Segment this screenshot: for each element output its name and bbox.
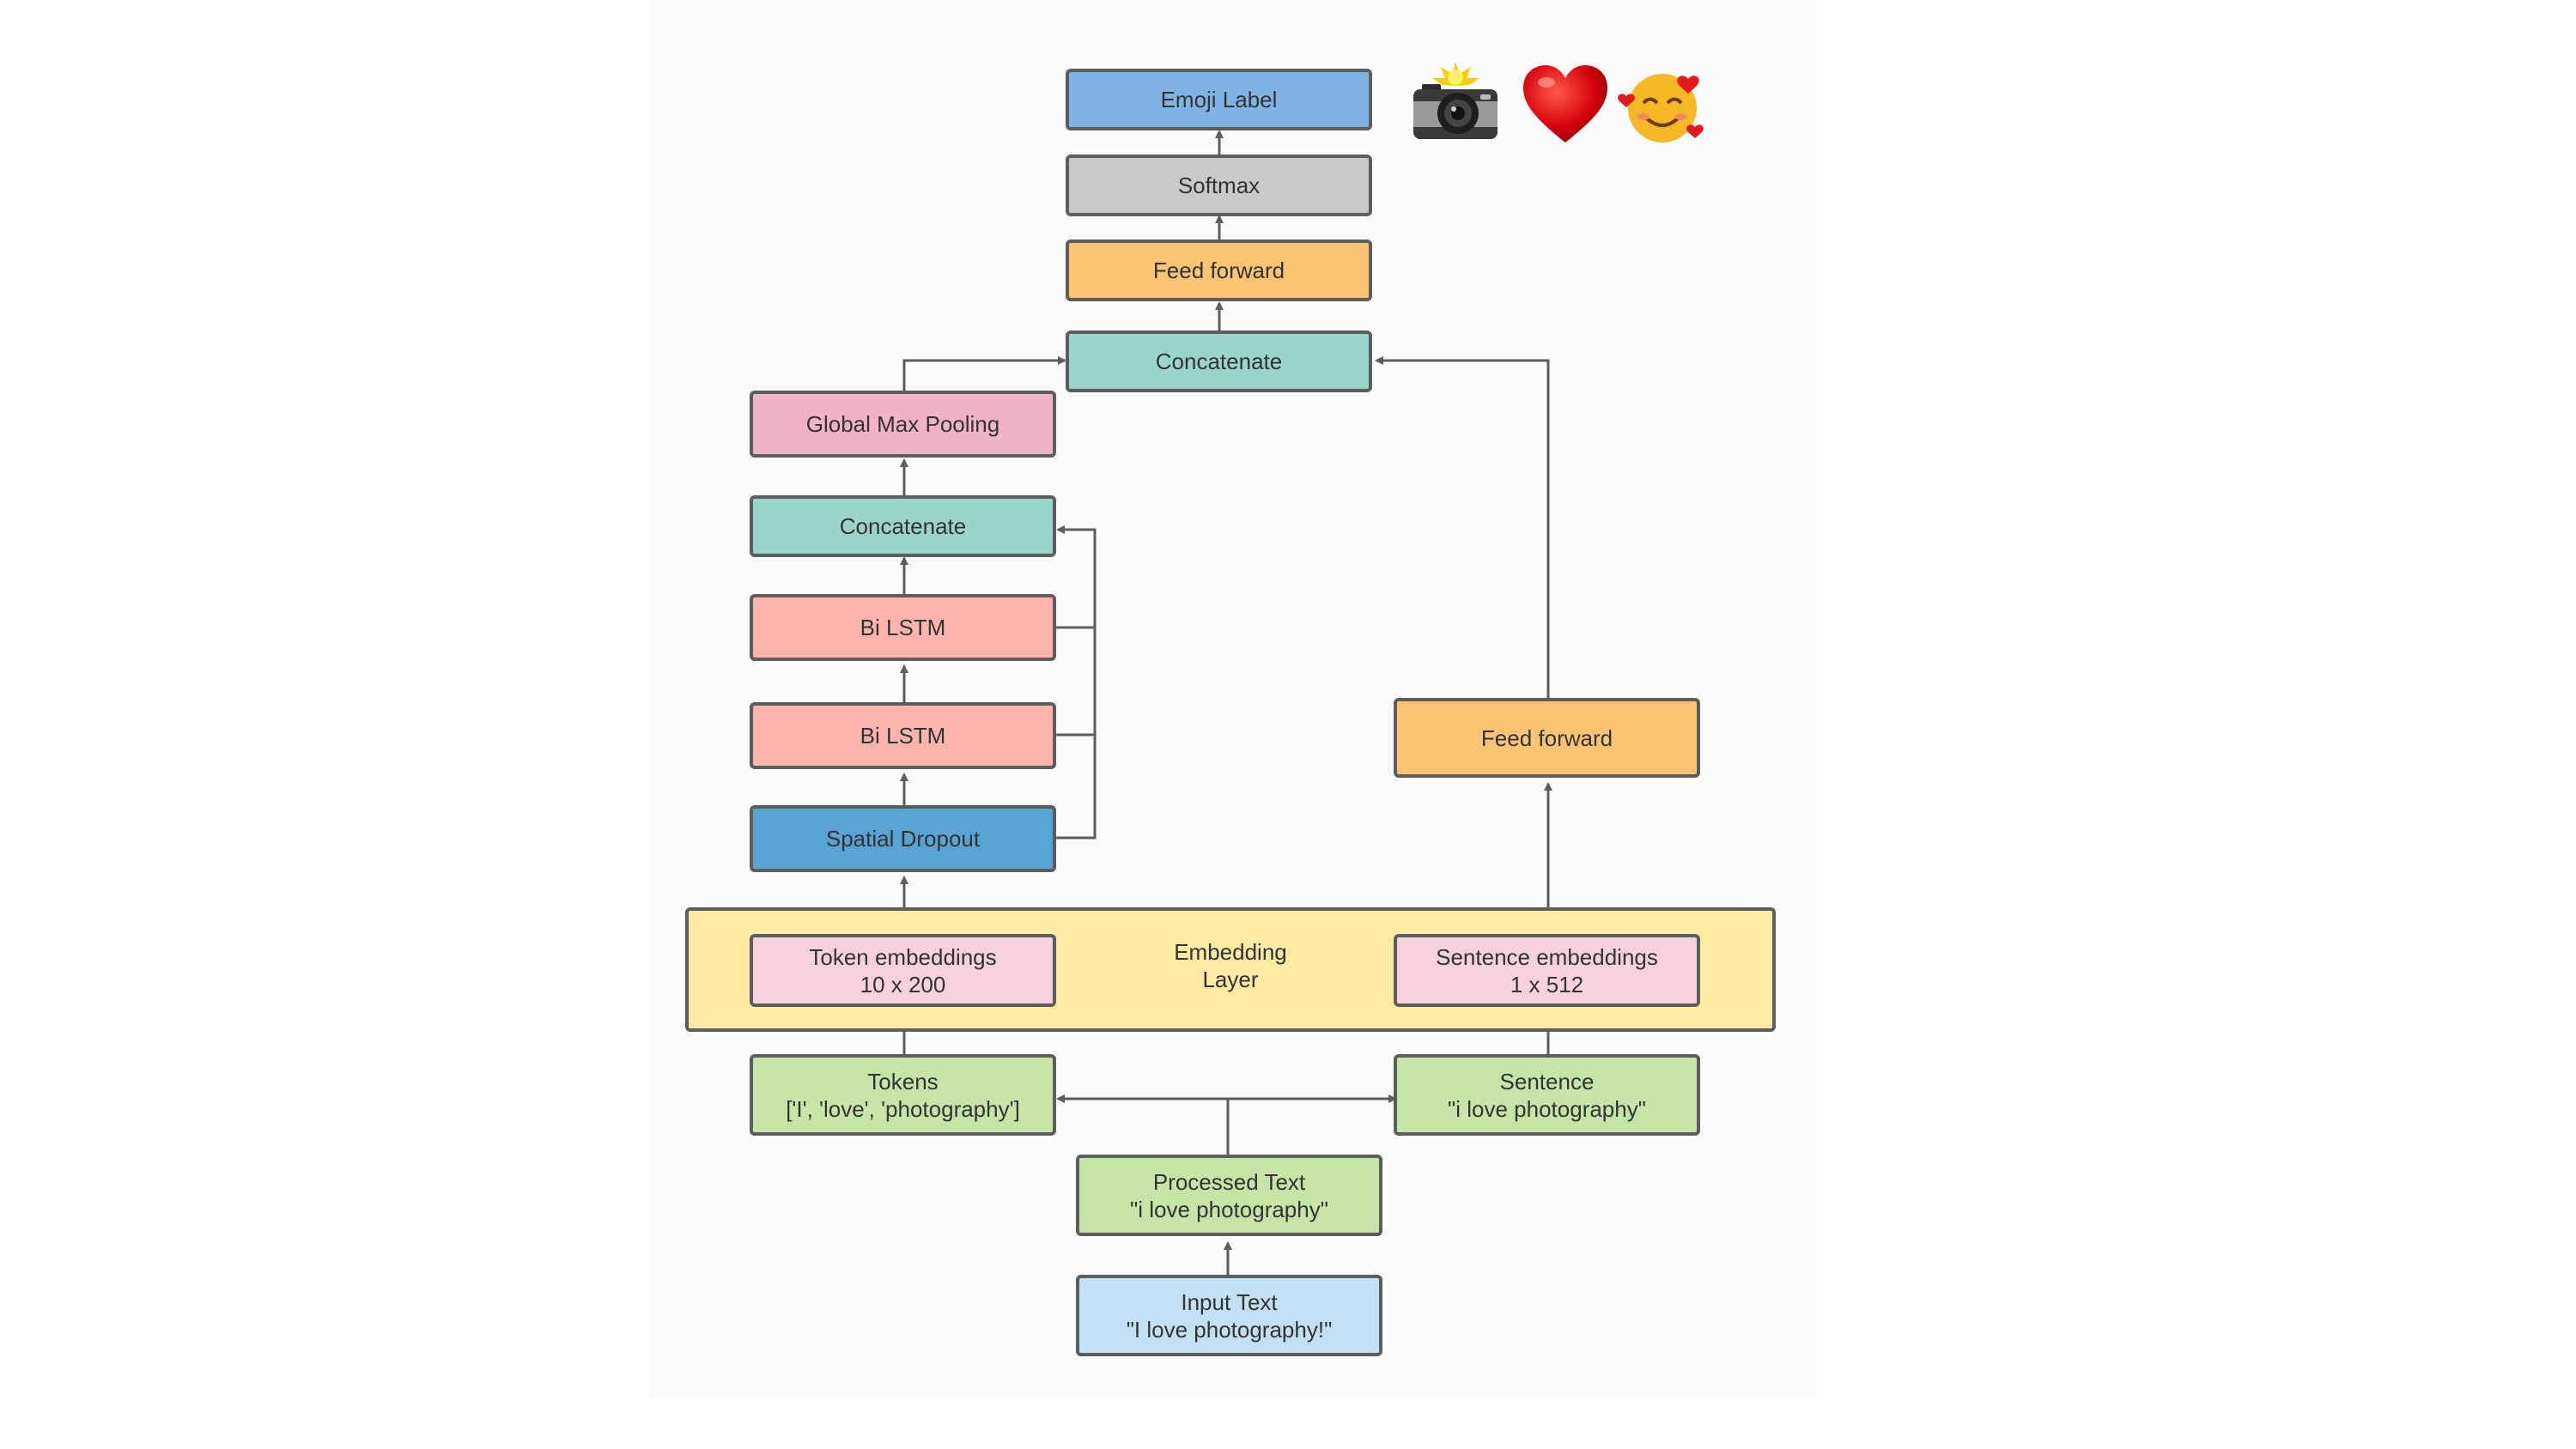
sentence-embeddings-box: Sentence embeddings 1 x 512 <box>1394 934 1700 1007</box>
embedding-layer-label-line2: Layer <box>1202 966 1259 992</box>
sentence-title: Sentence <box>1499 1068 1595 1094</box>
arrow-processed-to-tokens <box>1056 1094 1230 1155</box>
token-embeddings-shape: 10 x 200 <box>860 971 946 997</box>
softmax-box: Softmax <box>1066 155 1372 216</box>
sentence-embeddings-title: Sentence embeddings <box>1436 943 1658 970</box>
embedding-layer-label-line1: Embedding <box>1174 938 1287 965</box>
arrow-skip-connections <box>1054 525 1097 840</box>
arrow-pooling-to-concatenate <box>902 356 1066 391</box>
sentence-value: "i love photography" <box>1448 1095 1646 1122</box>
red-heart-icon <box>1523 65 1607 142</box>
feed-forward-sentence-text: Feed forward <box>1480 724 1613 751</box>
sentence-embeddings-shape: 1 x 512 <box>1510 971 1584 997</box>
global-max-pooling-text: Global Max Pooling <box>805 411 1000 437</box>
input-text-value: "I love photography!" <box>1126 1316 1333 1343</box>
camera-with-flash-icon <box>1413 62 1498 139</box>
bi-lstm-upper-text: Bi LSTM <box>860 615 946 640</box>
input-text-title: Input Text <box>1181 1288 1278 1315</box>
feed-forward-sentence-box: Feed forward <box>1394 698 1700 778</box>
token-embeddings-title: Token embeddings <box>809 943 997 970</box>
bi-lstm-upper-box: Bi LSTM <box>750 594 1056 661</box>
token-embeddings-box: Token embeddings 10 x 200 <box>750 934 1056 1007</box>
tokens-title: Tokens <box>867 1068 939 1094</box>
concatenate-top-text: Concatenate <box>1155 349 1283 374</box>
smiling-face-with-hearts-icon <box>1618 74 1704 142</box>
bi-lstm-lower-text: Bi LSTM <box>860 723 946 749</box>
concatenate-lstm-box: Concatenate <box>750 495 1056 557</box>
processed-text-box: Processed Text "i love photography" <box>1076 1155 1382 1236</box>
bi-lstm-lower-box: Bi LSTM <box>750 702 1056 769</box>
tokens-box: Tokens ['I', 'love', 'photography'] <box>750 1054 1056 1136</box>
arrow-feed-forward-to-concatenate <box>1375 356 1550 700</box>
feed-forward-top-box: Feed forward <box>1066 239 1372 301</box>
emoji-label-box: Emoji Label <box>1066 69 1372 130</box>
concatenate-lstm-text: Concatenate <box>839 513 967 539</box>
spatial-dropout-text: Spatial Dropout <box>825 826 981 852</box>
concatenate-top-box: Concatenate <box>1066 330 1372 392</box>
processed-text-value: "i love photography" <box>1130 1196 1328 1222</box>
feed-forward-top-text: Feed forward <box>1152 258 1285 283</box>
spatial-dropout-box: Spatial Dropout <box>750 805 1056 872</box>
embedding-layer-label: Embedding Layer <box>1174 938 1287 993</box>
processed-text-title: Processed Text <box>1152 1168 1306 1195</box>
input-text-box: Input Text "I love photography!" <box>1076 1275 1382 1356</box>
tokens-value: ['I', 'love', 'photography'] <box>786 1095 1020 1122</box>
softmax-text: Softmax <box>1177 173 1261 198</box>
sentence-box: Sentence "i love photography" <box>1394 1054 1700 1136</box>
emoji-label-text: Emoji Label <box>1160 87 1278 112</box>
global-max-pooling-box: Global Max Pooling <box>750 391 1056 458</box>
